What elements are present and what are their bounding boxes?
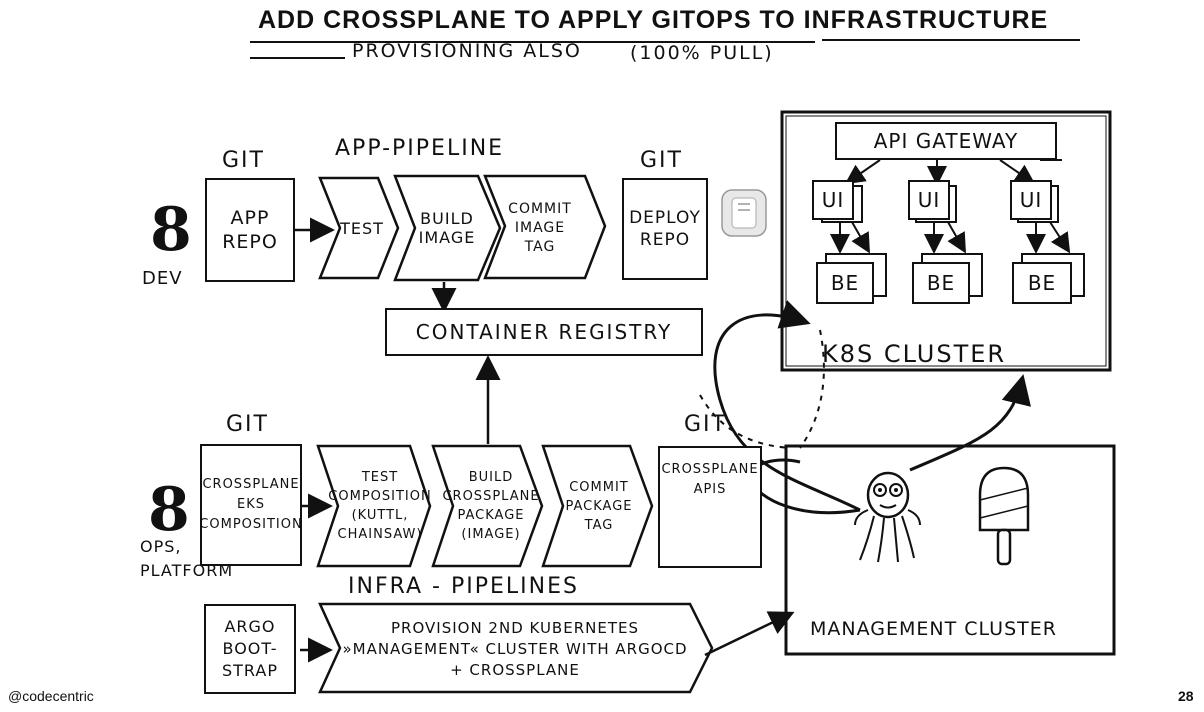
provision-management-cluster-label: PROVISION 2ND KUBERNETES »MANAGEMENT« CL… xyxy=(342,618,688,679)
diagram-subtitle: PROVISIONING ALSO xyxy=(352,40,582,62)
management-cluster-label: MANAGEMENT CLUSTER xyxy=(810,618,1057,640)
app-pipeline-label: APP-PIPELINE xyxy=(335,136,505,161)
k8s-cluster-frame xyxy=(780,110,1112,372)
chevron-build-package xyxy=(431,444,544,568)
argo-bootstrap-box: ARGO BOOT- STRAP xyxy=(204,604,296,694)
management-cluster-frame xyxy=(784,444,1116,656)
ops-role-label: OPS, PLATFORM xyxy=(140,537,234,580)
page-number: 28 xyxy=(1178,688,1194,704)
deploy-git-label: GIT xyxy=(640,148,683,173)
chevron-test xyxy=(318,176,400,280)
step-build-crossplane-package-label: BUILD CROSSPLANE PACKAGE (IMAGE) xyxy=(442,470,540,542)
ui-box: UI xyxy=(1010,180,1052,220)
be-box: BE xyxy=(816,262,874,304)
diagram-subtitle-paren: (100% PULL) xyxy=(630,42,774,64)
infra-pipelines-label: INFRA - PIPELINES xyxy=(348,574,579,599)
step-test-composition-label: TEST COMPOSITION (KUTTL, CHAINSAW) xyxy=(328,470,432,542)
be-box: BE xyxy=(1012,262,1072,304)
deploy-repo-box: DEPLOY REPO xyxy=(622,178,708,280)
crossplane-apis-box: CROSSPLANE APIS xyxy=(658,446,762,568)
argocd-sync-loop xyxy=(713,300,861,512)
dev-git-label: GIT xyxy=(222,148,265,173)
step-commit-package-tag-label: COMMIT PACKAGE TAG xyxy=(565,479,633,533)
person-icon: 8 xyxy=(148,475,190,545)
dev-role-label: DEV xyxy=(142,268,183,289)
container-registry-box: CONTAINER REGISTRY xyxy=(385,308,703,356)
chevron-test-composition xyxy=(316,444,432,568)
step-build-image-label: BUILD IMAGE xyxy=(418,209,476,247)
be-box: BE xyxy=(912,262,970,304)
ui-box: UI xyxy=(908,180,950,220)
chevron-provision xyxy=(318,602,714,694)
argo-octopus-icon xyxy=(854,471,921,563)
crossplane-apis-git-label: GIT xyxy=(684,412,727,437)
step-test-label: TEST xyxy=(340,218,384,238)
k8s-cluster-label: K8S CLUSTER xyxy=(822,340,1007,368)
chevron-build-image xyxy=(393,174,502,282)
crossplane-popsicle-icon xyxy=(978,466,1030,566)
step-commit-image-tag-label: COMMIT IMAGE TAG xyxy=(508,200,572,255)
thermostat-icon xyxy=(721,189,767,237)
person-icon: 8 xyxy=(150,195,192,265)
api-gateway-box: API GATEWAY xyxy=(835,122,1057,160)
chevron-commit-package-tag xyxy=(541,444,654,568)
app-repo-box: APP REPO xyxy=(205,178,295,282)
chevron-commit-image-tag xyxy=(483,174,607,280)
ops-git-label: GIT xyxy=(226,412,269,437)
brand-logo: @codecentric xyxy=(8,688,94,704)
diagram-title: ADD CROSSPLANE TO APPLY GITOPS TO INFRAS… xyxy=(258,6,1049,34)
crossplane-eks-composition-box: CROSSPLANE EKS COMPOSITION xyxy=(199,444,302,566)
ui-box: UI xyxy=(812,180,854,220)
